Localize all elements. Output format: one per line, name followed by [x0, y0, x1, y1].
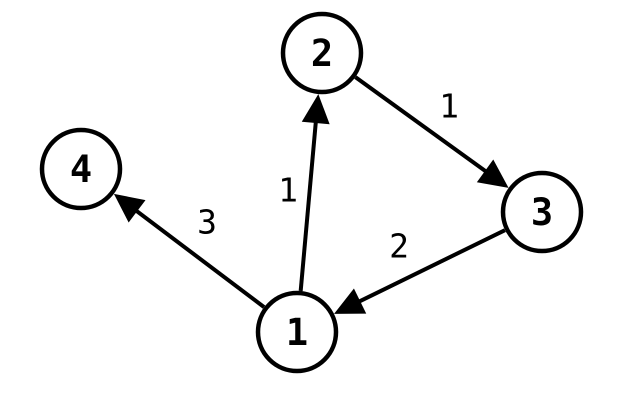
- arrowhead-icon-1-4: [113, 193, 146, 223]
- node-1: [255, 290, 339, 374]
- edge-weight-label-3-1: 2: [389, 227, 409, 266]
- edge-line-1-2: [298, 111, 319, 292]
- node-label-2: 2: [311, 32, 333, 75]
- node-4: [39, 127, 123, 211]
- node-label-3: 3: [531, 191, 553, 234]
- edge-weight-label-1-4: 3: [197, 203, 217, 242]
- node-label-4: 4: [70, 148, 92, 191]
- arrowhead-icon-2-3: [476, 159, 509, 188]
- node-3: [500, 170, 584, 254]
- edge-line-2-3: [354, 75, 496, 180]
- arrowhead-icon-1-2: [301, 94, 330, 125]
- nodes-layer: 1 2 3 4: [39, 11, 584, 374]
- arrowhead-icon-3-1: [334, 288, 367, 314]
- node-label-1: 1: [286, 311, 308, 354]
- edge-line-3-1: [348, 228, 506, 308]
- edges-layer: 1 1 2 3: [113, 75, 509, 314]
- edge-line-1-4: [126, 202, 266, 309]
- node-2: [280, 11, 364, 95]
- edge-weight-label-1-2: 1: [278, 171, 298, 210]
- edge-weight-label-2-3: 1: [439, 87, 459, 126]
